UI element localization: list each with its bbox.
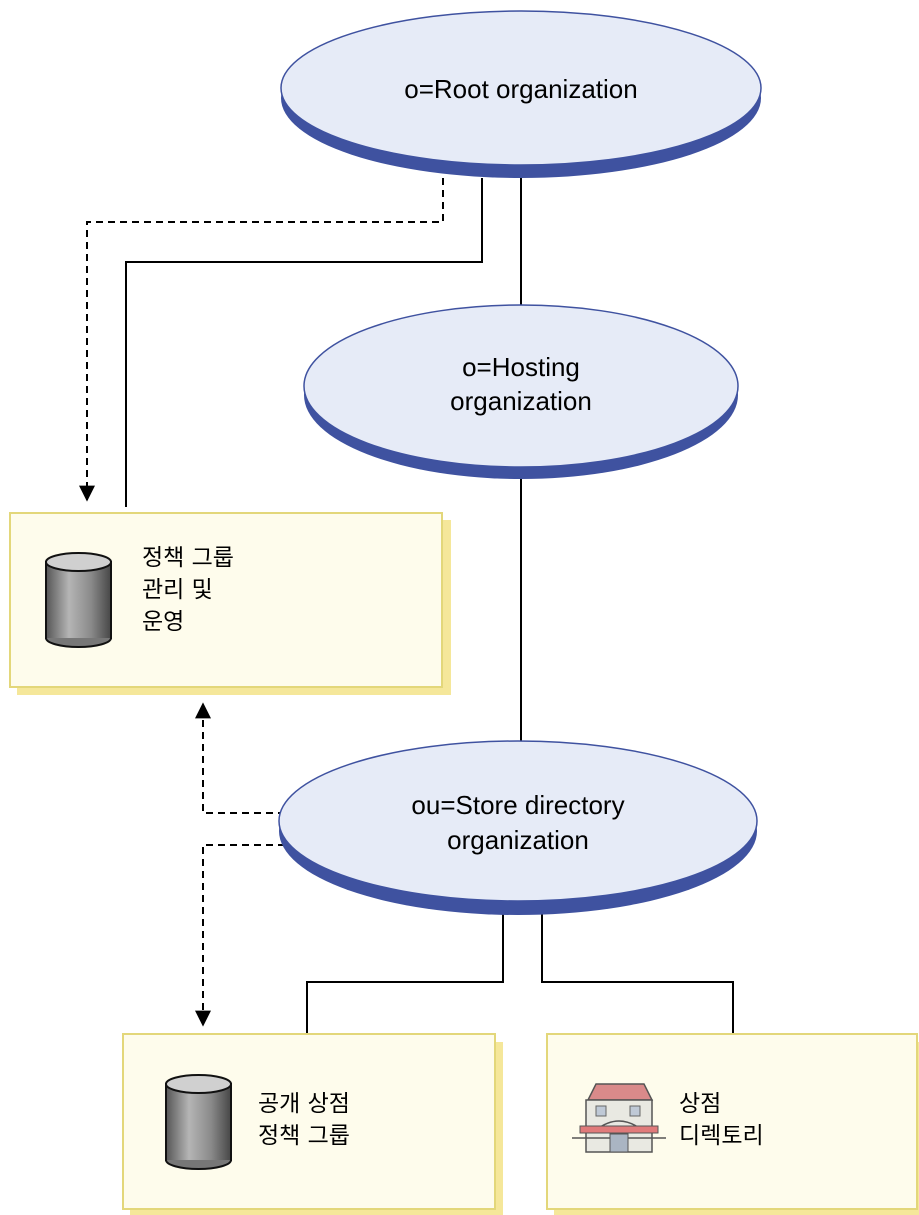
database-cylinder-icon xyxy=(165,1074,232,1170)
connectors xyxy=(125,150,734,1033)
dashed-arrow-store-dir-policy xyxy=(195,702,285,814)
database-cylinder-icon xyxy=(45,552,112,648)
connector-store-dir-public xyxy=(306,912,504,1033)
store-directory-label-line1: 상점 xyxy=(679,1091,721,1117)
public-store-label-line2: 정책 그룹 xyxy=(258,1123,350,1149)
connector-root-policy xyxy=(125,178,483,507)
store-directory-organization-label-line1: ou=Store directory xyxy=(411,790,624,820)
public-store-label-line1: 공개 상점 xyxy=(258,1091,350,1117)
dashed-arrow-store-dir-public xyxy=(195,844,285,1027)
policy-management-label-line3: 운영 xyxy=(142,609,184,635)
storefront-icon xyxy=(572,1083,666,1153)
policy-management-label-line1: 정책 그룹 xyxy=(142,545,234,571)
root-organization-node: o=Root organization xyxy=(280,10,762,178)
store-directory-label-line2: 디렉토리 xyxy=(679,1123,764,1149)
dashed-arrow-root-policy xyxy=(79,178,444,502)
hosting-organization-node: o=Hosting organization xyxy=(303,304,739,479)
policy-management-box: 정책 그룹 관리 및 운영 xyxy=(9,512,451,695)
dashed-arrows xyxy=(79,178,444,1027)
connector-store-dir-storefront xyxy=(541,912,734,1033)
hosting-organization-label-line1: o=Hosting xyxy=(462,352,580,382)
store-directory-organization-label-line2: organization xyxy=(447,825,589,855)
policy-management-label-line2: 관리 및 xyxy=(142,577,213,603)
store-directory-organization-node: ou=Store directory organization xyxy=(278,740,758,915)
hosting-organization-label-line2: organization xyxy=(450,386,592,416)
store-directory-box: 상점 디렉토리 xyxy=(546,1033,919,1215)
root-organization-label: o=Root organization xyxy=(404,74,637,104)
public-store-box: 공개 상점 정책 그룹 xyxy=(122,1033,503,1215)
